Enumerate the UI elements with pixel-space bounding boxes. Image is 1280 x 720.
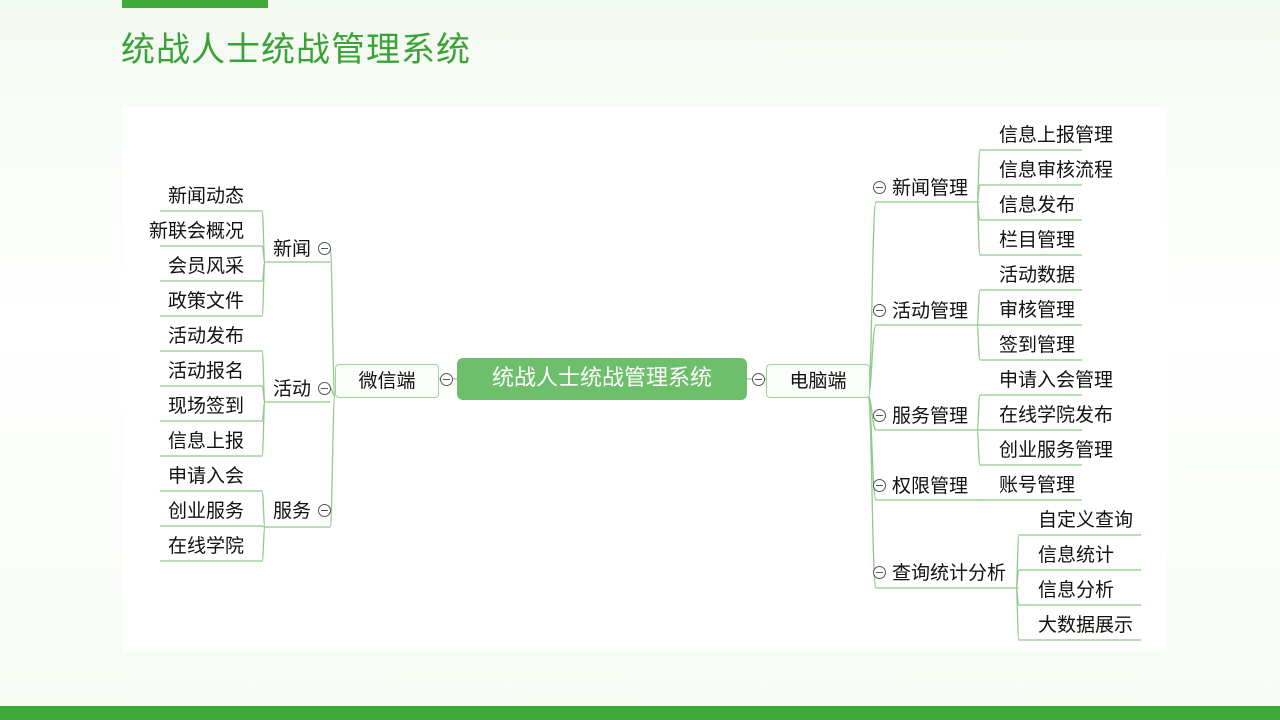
left-leaf[interactable]: 会员风采 [167, 255, 244, 277]
right-leaf[interactable]: 信息分析 [1038, 579, 1115, 601]
collapse-icon[interactable] [440, 373, 453, 386]
left-leaf[interactable]: 申请入会 [167, 465, 244, 487]
collapse-icon[interactable] [752, 373, 765, 386]
bottom-accent-bar [0, 706, 1280, 720]
collapse-icon[interactable] [873, 304, 886, 317]
collapse-icon[interactable] [873, 479, 886, 492]
right-leaf[interactable]: 大数据展示 [1038, 614, 1134, 636]
right-leaf[interactable]: 信息发布 [999, 194, 1076, 216]
left-leaf[interactable]: 在线学院 [167, 535, 244, 557]
left-group-activity[interactable]: 活动 [273, 378, 312, 400]
left-leaf[interactable]: 新闻动态 [167, 185, 244, 207]
connector-line [261, 401, 266, 457]
collapse-icon[interactable] [318, 242, 331, 255]
connector-line [976, 201, 981, 256]
wechat-root-node[interactable]: 微信端 [335, 364, 439, 398]
right-leaf[interactable]: 在线学院发布 [999, 404, 1114, 426]
connector-line [867, 395, 877, 589]
left-group-service[interactable]: 服务 [273, 500, 312, 522]
connector-line [261, 490, 266, 528]
collapse-icon[interactable] [873, 566, 886, 579]
right-leaf[interactable]: 信息审核流程 [999, 159, 1114, 181]
right-leaf[interactable]: 账号管理 [999, 474, 1076, 496]
left-leaf[interactable]: 活动报名 [167, 360, 244, 382]
left-leaf[interactable]: 活动发布 [167, 325, 244, 347]
right-leaf[interactable]: 活动数据 [999, 264, 1076, 286]
page-title: 统战人士统战管理系统 [121, 30, 471, 70]
connector-line [1015, 587, 1020, 641]
left-leaf[interactable]: 新联会概况 [148, 220, 244, 242]
collapse-icon[interactable] [873, 409, 886, 422]
connector-line [976, 324, 981, 361]
right-group-query-analysis[interactable]: 查询统计分析 [892, 562, 1007, 584]
right-leaf[interactable]: 签到管理 [999, 334, 1076, 356]
connector-line [976, 394, 981, 431]
left-leaf[interactable]: 创业服务 [167, 500, 244, 522]
right-leaf[interactable]: 创业服务管理 [999, 439, 1114, 461]
left-leaf[interactable]: 信息上报 [167, 430, 244, 452]
right-group-news-mgmt[interactable]: 新闻管理 [892, 177, 969, 199]
left-group-news[interactable]: 新闻 [273, 238, 312, 260]
right-group-service-mgmt[interactable]: 服务管理 [892, 405, 969, 427]
left-leaf[interactable]: 政策文件 [167, 290, 244, 312]
pc-root-node[interactable]: 电脑端 [766, 364, 870, 398]
right-group-permission-mgmt[interactable]: 权限管理 [892, 475, 969, 497]
connector-line [261, 526, 266, 562]
connector-line [329, 247, 336, 397]
left-leaf[interactable]: 现场签到 [167, 395, 244, 417]
collapse-icon[interactable] [318, 382, 331, 395]
connector-line [1015, 569, 1020, 589]
mindmap-center-node[interactable]: 统战人士统战管理系统 [457, 358, 747, 400]
collapse-icon[interactable] [318, 504, 331, 517]
right-leaf[interactable]: 审核管理 [999, 299, 1076, 321]
right-leaf[interactable]: 自定义查询 [1038, 509, 1134, 531]
right-leaf[interactable]: 信息上报管理 [999, 124, 1114, 146]
connector-line [329, 395, 336, 528]
right-group-activity-mgmt[interactable]: 活动管理 [892, 300, 969, 322]
right-leaf[interactable]: 栏目管理 [999, 229, 1076, 251]
connector-line [976, 429, 981, 466]
top-accent-bar [122, 0, 268, 8]
connector-line [976, 289, 981, 326]
right-leaf[interactable]: 信息统计 [1038, 544, 1115, 566]
collapse-icon[interactable] [873, 181, 886, 194]
connector-line [261, 261, 266, 317]
right-leaf[interactable]: 申请入会管理 [999, 369, 1114, 391]
